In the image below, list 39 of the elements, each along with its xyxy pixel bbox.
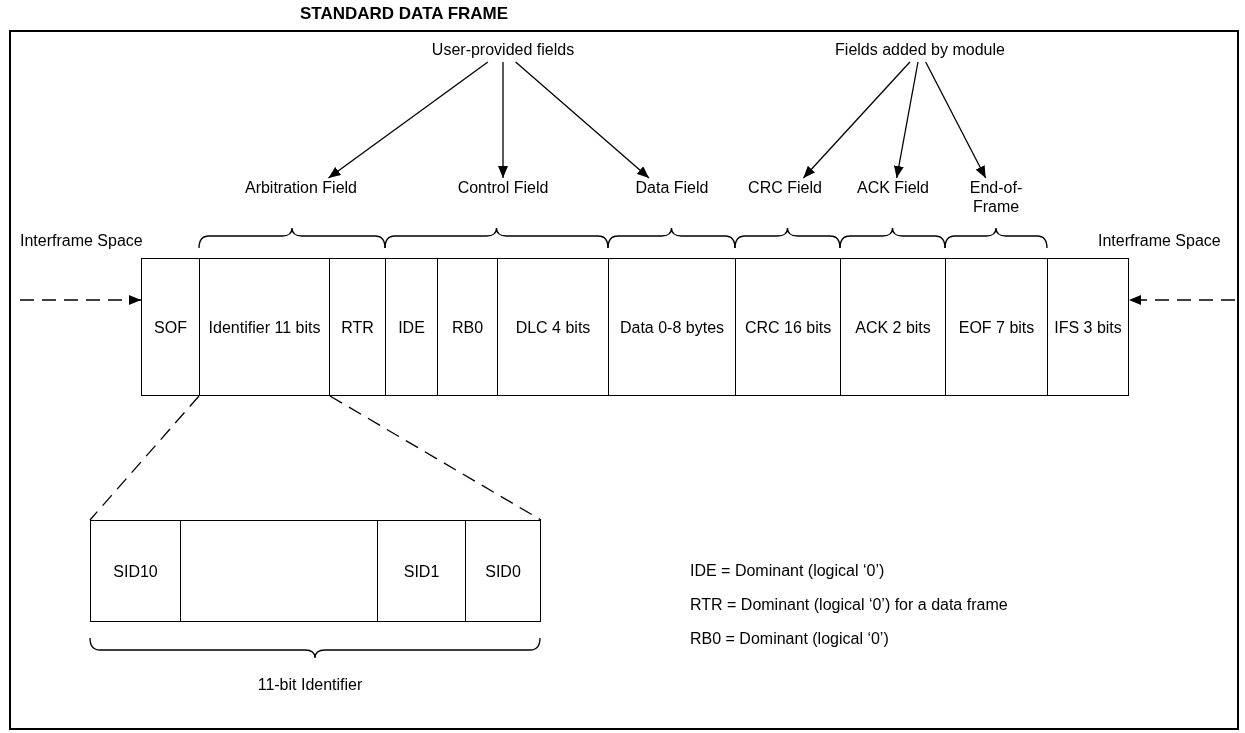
field-label: Control Field <box>446 178 560 197</box>
group-heading: User-provided fields <box>413 40 593 59</box>
projection-line <box>329 395 542 521</box>
arrow <box>327 61 489 179</box>
frame-field-cell: CRC 16 bits <box>735 258 841 396</box>
figure-title: STANDARD DATA FRAME <box>300 4 509 24</box>
arrow <box>893 61 919 179</box>
note-text: IDE = Dominant (logical ‘0’) <box>690 562 885 580</box>
frame-field-cell: RB0 <box>437 258 498 396</box>
field-label: Data Field <box>632 178 712 197</box>
note-text: RTR = Dominant (logical ‘0’) for a data frame <box>690 596 1008 614</box>
group-heading: Fields added by module <box>810 40 1030 59</box>
arrow <box>925 61 987 179</box>
incoming-arrow <box>19 295 142 305</box>
arrow <box>498 61 508 179</box>
frame-field-cell: IFS 3 bits <box>1047 258 1129 396</box>
projection-line <box>89 395 200 521</box>
note-text: RB0 = Dominant (logical ‘0’) <box>690 630 889 648</box>
frame-field-cell: Identifier 11 bits <box>199 258 330 396</box>
frame-field-cell: EOF 7 bits <box>945 258 1048 396</box>
frame-field-cell: SID0 <box>465 520 541 622</box>
arrow <box>515 61 650 179</box>
incoming-arrow <box>1128 295 1236 305</box>
frame-field-cell: IDE <box>385 258 438 396</box>
field-label: CRC Field <box>747 178 823 197</box>
frame-field-cell: SOF <box>141 258 200 396</box>
frame-field-cell: ACK 2 bits <box>840 258 946 396</box>
frame-field-cell: RTR <box>329 258 386 396</box>
interframe-label: Interframe Space <box>1098 232 1221 250</box>
arrow <box>802 61 911 179</box>
frame-field-cell: SID10 <box>90 520 181 622</box>
frame-field-cell: SID1 <box>377 520 466 622</box>
interframe-label: Interframe Space <box>20 232 143 250</box>
field-label: ACK Field <box>852 178 934 197</box>
field-label: End-of-Frame <box>955 178 1037 216</box>
frame-field-cell: Data 0-8 bytes <box>608 258 736 396</box>
field-label: Arbitration Field <box>240 178 362 197</box>
field-label: 11-bit Identifier <box>240 675 380 694</box>
frame-field-cell: DLC 4 bits <box>497 258 609 396</box>
